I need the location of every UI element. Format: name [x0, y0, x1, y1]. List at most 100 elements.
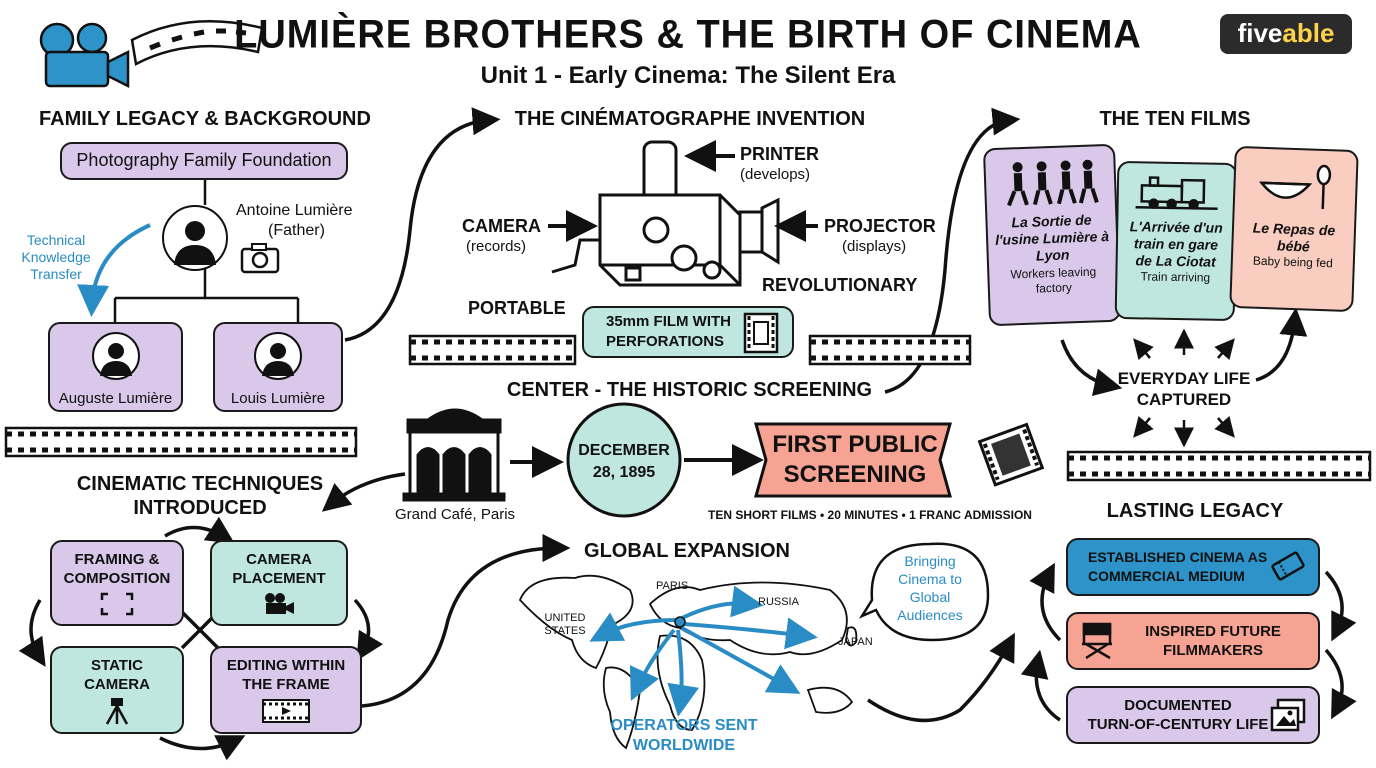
date-line2: 28, 1895	[592, 464, 656, 481]
father-name: Antoine Lumière	[236, 202, 353, 219]
film1-title: La Sortie de l'usine Lumière à Lyon	[994, 211, 1110, 264]
t1-line1: FRAMING &	[74, 551, 160, 568]
projector-sub: (displays)	[842, 238, 907, 255]
venue-label: Grand Café, Paris	[394, 506, 516, 523]
screening-date: DECEMBER 28, 1895	[568, 440, 680, 484]
frame-corners-icon	[100, 592, 134, 616]
revolutionary-label: REVOLUTIONARY	[762, 275, 918, 295]
film3-title: Le Repas de bébé	[1252, 219, 1336, 255]
knowledge-transfer-label: Technical Knowledge Transfer	[10, 232, 102, 283]
father-role: (Father)	[268, 222, 325, 239]
everyday-line1: EVERYDAY LIFE	[1117, 369, 1251, 388]
techniques-heading: CINEMATIC TECHNIQUES INTRODUCED	[60, 472, 340, 520]
page-subtitle: Unit 1 - Early Cinema: The Silent Era	[480, 62, 896, 89]
film-strip-left	[4, 426, 358, 458]
banner-text: FIRST PUBLIC SCREENING	[766, 430, 944, 490]
train-icon	[1135, 176, 1218, 210]
technique-camera-placement: CAMERA PLACEMENT	[210, 540, 348, 626]
t3-line1: STATIC	[91, 657, 143, 674]
film-strip-icon	[130, 20, 264, 66]
everyday-line2: CAPTURED	[1136, 390, 1232, 409]
l3-line1: DOCUMENTED	[1124, 697, 1232, 714]
film-line1: 35mm FILM WITH	[606, 313, 732, 330]
t2-line1: CAMERA	[246, 551, 312, 568]
l1-line1: ESTABLISHED CINEMA AS	[1088, 549, 1268, 565]
camera-icon	[240, 242, 280, 274]
technique-editing: EDITING WITHIN THE FRAME	[210, 646, 362, 734]
printer-sub: (develops)	[740, 166, 811, 183]
film-strip-right	[1066, 450, 1372, 482]
operators-line1: OPERATORS SENT	[610, 717, 758, 734]
portrait-icon	[99, 343, 132, 376]
portrait-icon	[174, 221, 216, 265]
transfer-line3: Transfer	[30, 266, 82, 282]
everyday-life-label: EVERYDAY LIFE CAPTURED	[1108, 368, 1260, 410]
father-portrait	[162, 205, 228, 271]
film-strip-center-right	[808, 334, 972, 366]
russia-label: RUSSIA	[758, 596, 799, 608]
projector-label: PROJECTOR	[824, 216, 936, 236]
operators-label: OPERATORS SENT WORLDWIDE	[604, 716, 764, 756]
fiveable-logo: fiveable	[1220, 14, 1352, 54]
logo-text-part2: able	[1282, 18, 1335, 48]
film2-card: L'Arrivée d'un train en gare de La Ciota…	[1114, 160, 1238, 322]
l2-line1: INSPIRED FUTURE	[1145, 623, 1281, 640]
movie-camera-small-icon	[265, 593, 294, 614]
paris-label: PARIS	[656, 580, 689, 592]
camera-sub: (records)	[466, 238, 527, 255]
film2-title: L'Arrivée d'un train en gare de La Ciota…	[1129, 218, 1223, 270]
film3-desc: Baby being fed	[1252, 253, 1334, 271]
printer-label: PRINTER	[740, 144, 820, 164]
workers-icon	[1007, 159, 1099, 207]
film2-desc: Train arriving	[1140, 269, 1211, 285]
baby-bowl-icon	[1258, 164, 1332, 210]
cinematographe-icon	[551, 140, 780, 287]
global-heading: GLOBAL EXPANSION	[584, 540, 790, 562]
louis-name: Louis Lumière	[230, 390, 326, 407]
banner-line1: FIRST PUBLIC	[772, 431, 938, 458]
louis-box: Louis Lumière	[213, 322, 343, 412]
auguste-box: Auguste Lumière	[48, 322, 183, 412]
us-label: UNITED STATES	[540, 612, 590, 638]
t3-line2: CAMERA	[84, 676, 150, 693]
louis-portrait	[254, 332, 302, 380]
portrait-icon	[262, 343, 294, 376]
japan-label: JAPAN	[838, 636, 873, 648]
camera-label: CAMERA	[462, 216, 541, 236]
bubble-text: Bringing Cinema to Global Audiences	[880, 552, 980, 624]
movie-camera-icon	[39, 22, 130, 89]
invention-heading: THE CINÉMATOGRAPHE INVENTION	[514, 108, 866, 130]
bubble-line2: Cinema to	[898, 571, 962, 587]
t2-line2: PLACEMENT	[232, 570, 326, 587]
page-title: LUMIÈRE BROTHERS & THE BIRTH OF CINEMA	[234, 12, 1142, 58]
film-edit-icon	[262, 699, 310, 723]
screening-heading: CENTER - THE HISTORIC SCREENING	[506, 379, 873, 401]
bubble-line3: Global	[909, 589, 951, 605]
legacy-commercial: ESTABLISHED CINEMA AS COMMERCIAL MEDIUM	[1066, 538, 1320, 596]
t4-line1: EDITING WITHIN	[226, 657, 346, 674]
transfer-line1: Technical	[26, 232, 86, 248]
portable-label: PORTABLE	[468, 298, 566, 318]
tripod-icon	[105, 698, 129, 725]
operators-line2: WORLDWIDE	[632, 737, 736, 754]
techniques-heading-line2: INTRODUCED	[133, 497, 267, 519]
film-strip-center-left	[408, 334, 577, 366]
technique-framing: FRAMING & COMPOSITION	[50, 540, 184, 626]
family-heading: FAMILY LEGACY & BACKGROUND	[39, 108, 371, 130]
technique-static-camera: STATIC CAMERA	[50, 646, 184, 734]
ticket-icon	[1271, 551, 1305, 581]
date-line1: DECEMBER	[578, 442, 670, 459]
auguste-name: Auguste Lumière	[58, 390, 173, 407]
film3-card: Le Repas de bébé Baby being fed	[1229, 145, 1359, 313]
date-circle	[566, 402, 682, 518]
speech-bubble	[858, 542, 990, 642]
t1-line2: COMPOSITION	[63, 570, 171, 587]
us-line2: STATES	[544, 625, 586, 637]
film-line2: PERFORATIONS	[606, 333, 725, 350]
films-heading: THE TEN FILMS	[1099, 108, 1251, 130]
legacy-heading: LASTING LEGACY	[1106, 500, 1284, 522]
film-reel-icon	[977, 422, 1045, 487]
film-perforation-icon	[743, 312, 779, 354]
legacy-filmmakers: INSPIRED FUTURE FILMMAKERS	[1066, 612, 1320, 670]
l2-line2: FILMMAKERS	[1163, 642, 1263, 659]
